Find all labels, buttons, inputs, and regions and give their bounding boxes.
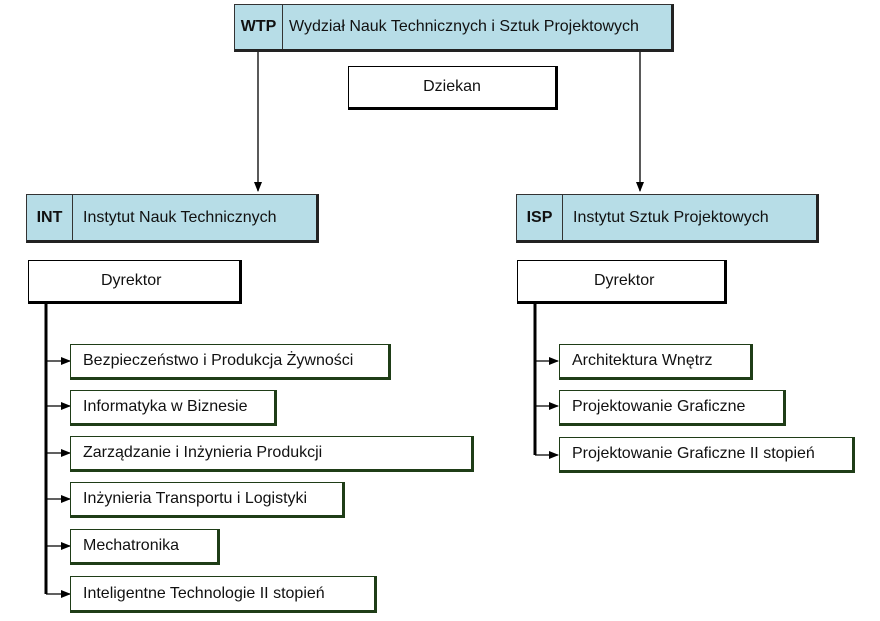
program-label: Architektura Wnętrz (572, 352, 713, 369)
program-box: Mechatronika (70, 529, 220, 565)
int-director-box: Dyrektor (28, 260, 242, 304)
institute-int-name: Instytut Nauk Technicznych (83, 208, 277, 226)
institute-isp-name: Instytut Sztuk Projektowych (573, 208, 769, 226)
faculty-name: Wydział Nauk Technicznych i Sztuk Projek… (289, 18, 639, 35)
program-label: Projektowanie Graficzne II stopień (572, 445, 815, 462)
program-label: Inteligentne Technologie II stopień (83, 584, 325, 602)
program-box: Projektowanie Graficzne II stopień (559, 437, 855, 473)
program-label: Bezpieczeństwo i Produkcja Żywności (83, 352, 354, 369)
institute-int-code: INT (27, 195, 73, 240)
program-box: Projektowanie Graficzne (559, 390, 786, 426)
dean-label: Dziekan (423, 78, 481, 95)
program-label: Inżynieria Transportu i Logistyki (83, 490, 308, 507)
isp-director-box: Dyrektor (517, 260, 727, 304)
isp-director-label: Dyrektor (594, 272, 655, 289)
institute-int-box: INT Instytut Nauk Technicznych (26, 194, 319, 243)
faculty-code: WTP (235, 5, 283, 49)
program-box: Architektura Wnętrz (559, 344, 753, 380)
program-label: Mechatronika (83, 537, 180, 554)
institute-isp-code: ISP (517, 195, 563, 240)
program-label: Projektowanie Graficzne (572, 398, 746, 415)
program-box: Inżynieria Transportu i Logistyki (70, 482, 345, 518)
program-box: Zarządzanie i Inżynieria Produkcji (70, 436, 474, 472)
institute-isp-box: ISP Instytut Sztuk Projektowych (516, 194, 819, 243)
program-box: Informatyka w Biznesie (70, 390, 277, 426)
program-label: Informatyka w Biznesie (83, 398, 248, 415)
dean-box: Dziekan (348, 66, 558, 110)
program-label: Zarządzanie i Inżynieria Produkcji (83, 444, 323, 461)
program-box: Inteligentne Technologie II stopień (70, 576, 377, 613)
int-director-label: Dyrektor (101, 272, 162, 289)
faculty-box: WTP Wydział Nauk Technicznych i Sztuk Pr… (234, 4, 674, 52)
program-box: Bezpieczeństwo i Produkcja Żywności (70, 344, 391, 380)
